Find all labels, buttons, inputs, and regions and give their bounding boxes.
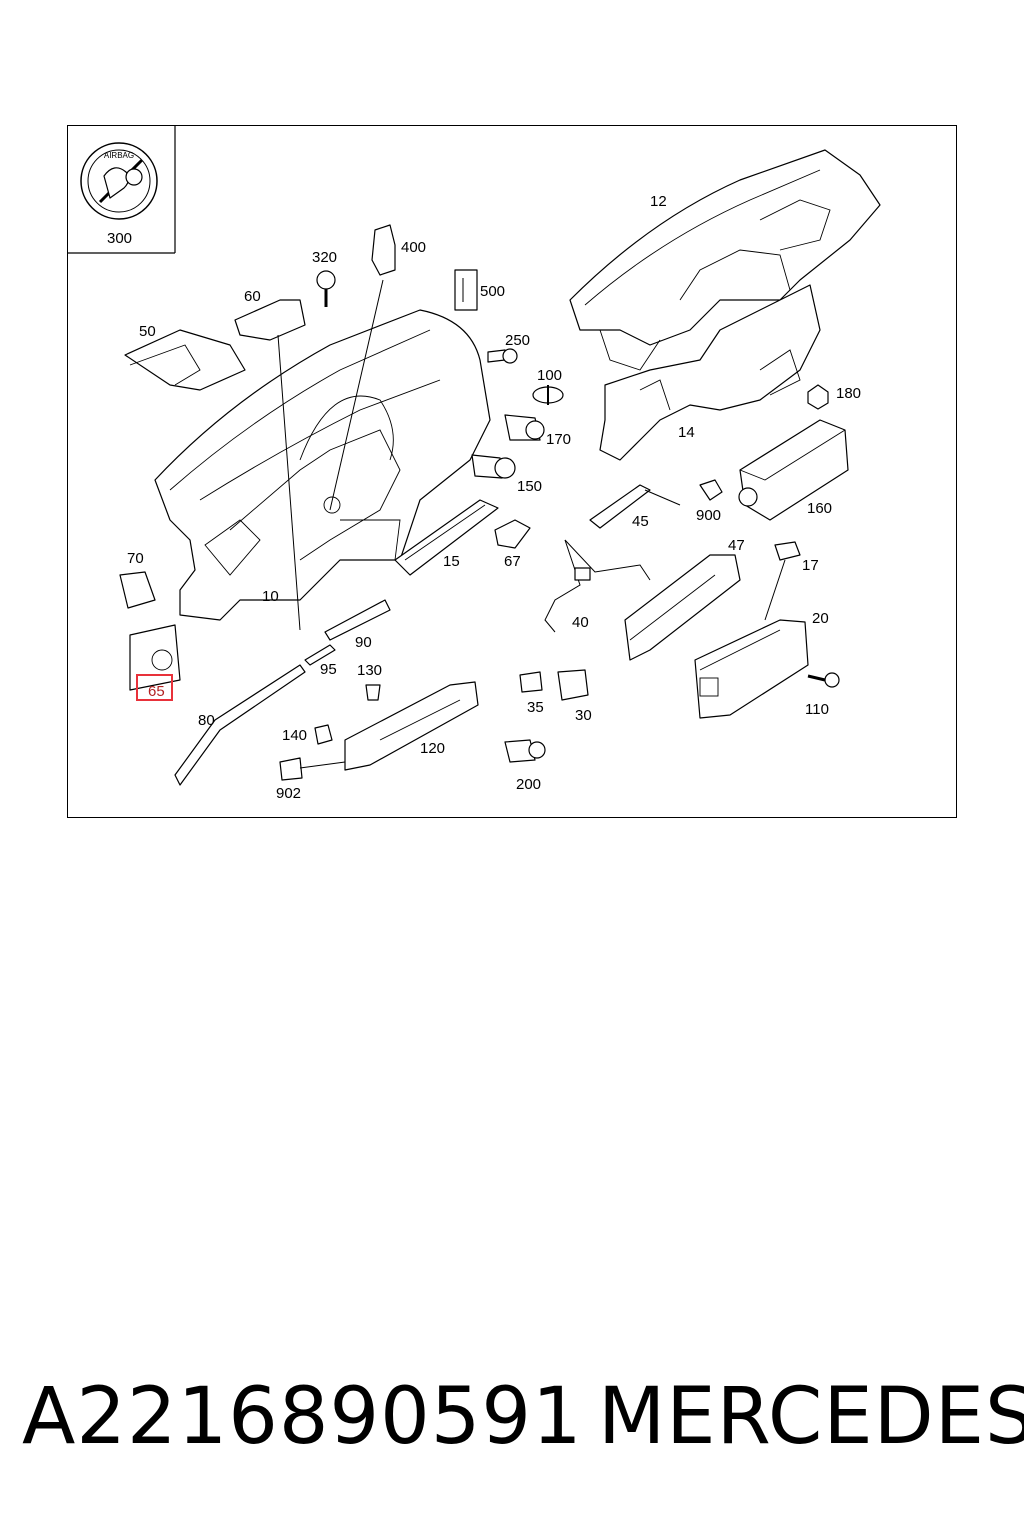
label-500: 500 — [480, 283, 505, 300]
label-60: 60 — [244, 288, 261, 305]
part-70-cover — [119, 571, 156, 609]
exploded-parts-diagram: AIRBAG 300 — [67, 125, 881, 802]
part-60-cover — [234, 299, 306, 341]
label-12: 12 — [650, 193, 667, 210]
part-100-nut — [532, 385, 564, 405]
label-200: 200 — [516, 776, 541, 793]
part-140-nut — [314, 724, 333, 745]
label-70: 70 — [127, 550, 144, 567]
part-65-highlight-box — [136, 674, 173, 701]
part-67-clip — [494, 519, 531, 549]
label-50: 50 — [139, 323, 156, 340]
label-902: 902 — [276, 785, 301, 802]
part-80-trim — [174, 664, 306, 786]
label-110: 110 — [805, 701, 829, 718]
label-140: 140 — [282, 727, 307, 744]
label-250: 250 — [505, 332, 530, 349]
part-500-clip — [454, 269, 478, 311]
part-50-fuse-box — [124, 329, 246, 391]
label-47: 47 — [728, 537, 745, 554]
part-17-clip — [764, 541, 801, 621]
label-15: 15 — [443, 553, 460, 570]
part-15-vent — [394, 499, 499, 576]
part-120-airbag — [344, 681, 479, 771]
part-40-cable — [544, 539, 651, 633]
diagram-frame — [67, 125, 957, 818]
part-30-module — [557, 669, 589, 701]
part-110-screw — [807, 672, 840, 688]
label-400: 400 — [401, 239, 426, 256]
label-65: 65 — [148, 683, 165, 700]
part-number-text: A2216890591 — [22, 1372, 583, 1462]
label-300: 300 — [107, 230, 132, 247]
part-150-switch — [471, 454, 516, 479]
airbag-text: AIRBAG — [104, 151, 134, 160]
label-80: 80 — [198, 712, 215, 729]
label-14: 14 — [678, 424, 695, 441]
label-900: 900 — [696, 507, 721, 524]
label-170: 170 — [546, 431, 571, 448]
label-17: 17 — [802, 557, 819, 574]
part-250-bolt — [487, 348, 518, 364]
label-40: 40 — [572, 614, 589, 631]
airbag-warning-icon: AIRBAG 300 — [67, 125, 176, 254]
part-320-screw — [316, 270, 336, 307]
dashboard-carrier — [154, 309, 491, 621]
part-47-duct — [624, 554, 741, 661]
brand-text: MERCEDES — [598, 1372, 1024, 1462]
part-180-nut — [807, 384, 829, 410]
part-900-connector — [699, 479, 723, 501]
part-160-airbag — [738, 419, 849, 521]
part-35-switch — [519, 671, 543, 693]
label-10: 10 — [262, 588, 279, 605]
part-90-trim — [324, 599, 391, 641]
part-170-switch — [504, 414, 545, 441]
part-902-connector — [279, 757, 346, 781]
label-130: 130 — [357, 662, 382, 679]
part-400-switch — [371, 224, 396, 276]
part-200-switch — [504, 739, 546, 763]
label-30: 30 — [575, 707, 592, 724]
label-150: 150 — [517, 478, 542, 495]
label-180: 180 — [836, 385, 861, 402]
label-320: 320 — [312, 249, 337, 266]
label-100: 100 — [537, 367, 562, 384]
label-120: 120 — [420, 740, 445, 757]
cockpit-cover — [569, 149, 881, 371]
part-65-cover-highlighted — [129, 624, 181, 701]
label-67: 67 — [504, 553, 521, 570]
label-20: 20 — [812, 610, 829, 627]
label-45: 45 — [632, 513, 649, 530]
part-20-glovebox — [694, 619, 809, 719]
label-90: 90 — [355, 634, 372, 651]
label-95: 95 — [320, 661, 337, 678]
part-45-bracket — [589, 484, 681, 529]
lower-trim-panel — [599, 284, 821, 461]
label-160: 160 — [807, 500, 832, 517]
label-35: 35 — [527, 699, 544, 716]
part-130-clip — [365, 684, 381, 701]
part-95-trim — [304, 644, 336, 666]
